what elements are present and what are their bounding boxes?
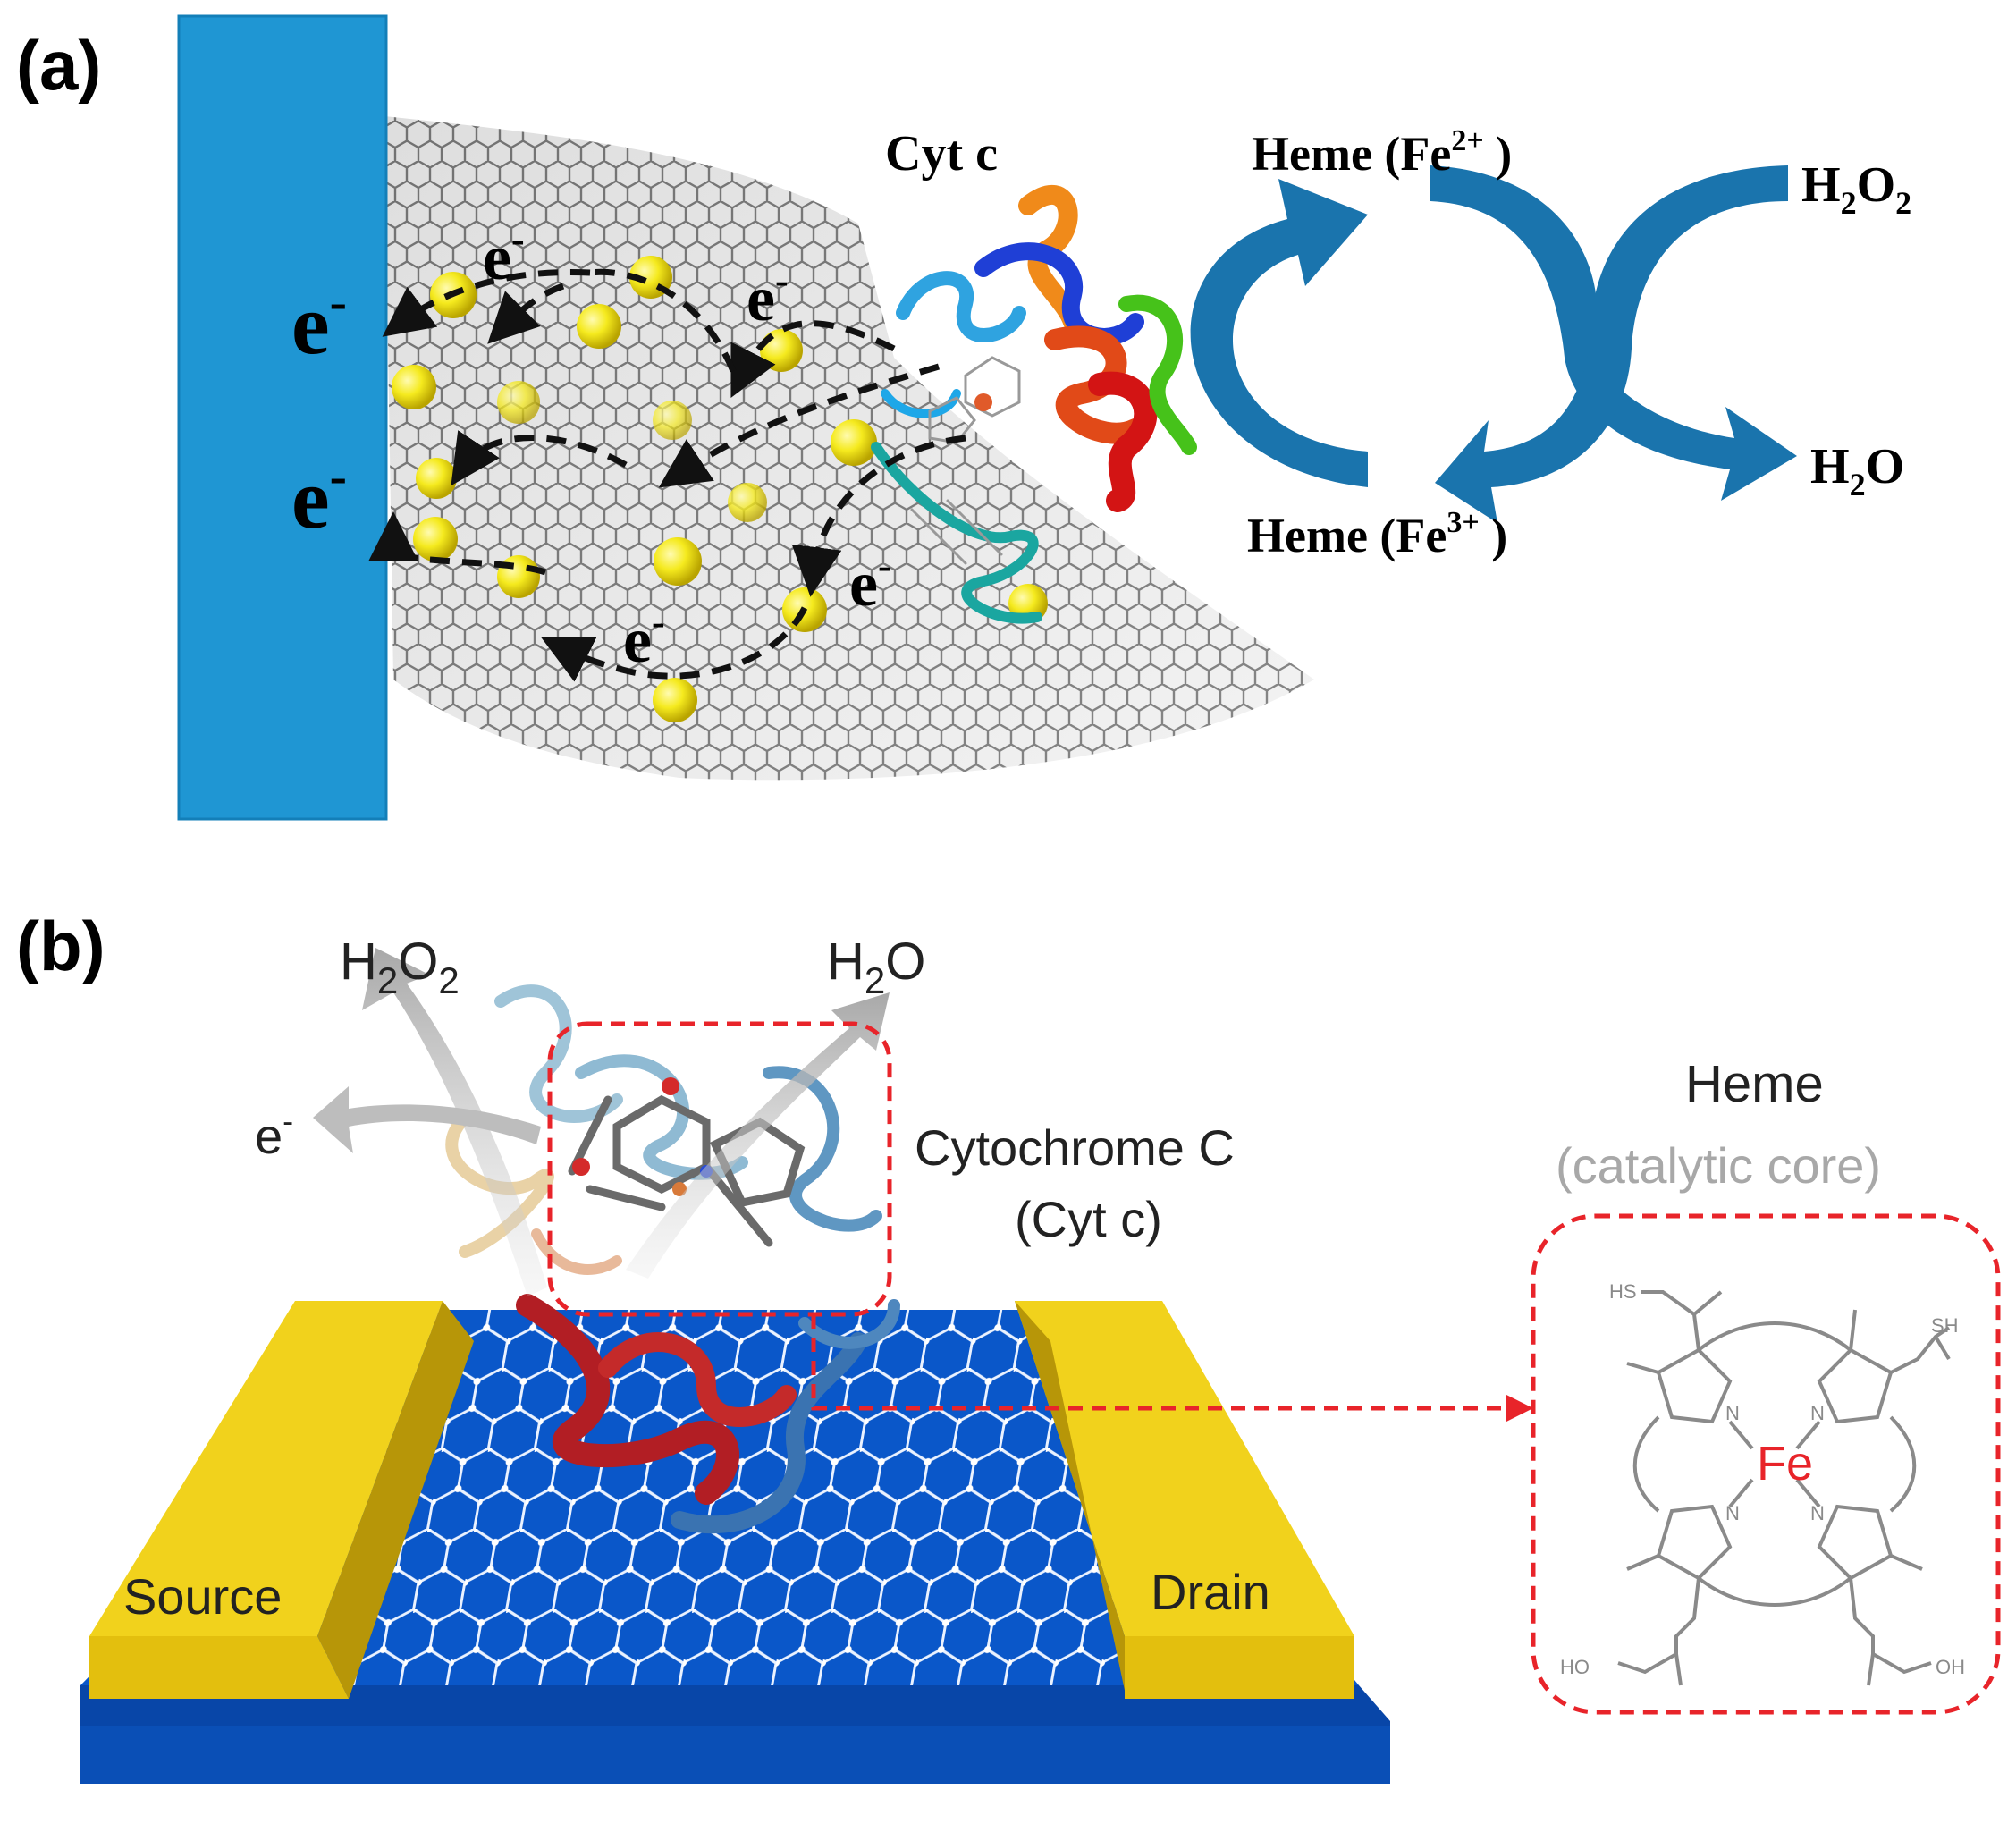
n-label: N bbox=[1810, 1502, 1825, 1524]
cytochrome-label-line1: Cytochrome C bbox=[915, 1119, 1235, 1176]
cyt-c-protein bbox=[871, 185, 1197, 624]
oh-label: OH bbox=[1936, 1656, 1965, 1678]
heme-atom-labels: HS SH HO OH N N N N bbox=[1560, 1280, 1965, 1678]
h2o2-label-b: H2O2 bbox=[340, 933, 460, 1001]
h2o2-label: H2O2 bbox=[1801, 157, 1911, 221]
panel-b-label: (b) bbox=[16, 907, 105, 985]
reaction-arrows bbox=[313, 948, 890, 1296]
panel-a-label: (a) bbox=[16, 26, 101, 105]
panel-b: (b) Source Drain bbox=[16, 907, 2001, 1784]
h2o-label-b: H2O bbox=[827, 933, 925, 1001]
heme-fe3-label: Heme (Fe3+ ) bbox=[1247, 506, 1507, 562]
heme-subtitle: (catalytic core) bbox=[1556, 1137, 1881, 1194]
heme-fe2-label: Heme (Fe2+ ) bbox=[1252, 124, 1512, 181]
panel-a: (a) bbox=[16, 14, 1911, 821]
source-electrode: Source bbox=[89, 1301, 474, 1699]
electron-label: e- bbox=[747, 258, 789, 334]
h2o-label: H2O bbox=[1810, 439, 1904, 502]
electron-label: e- bbox=[291, 273, 347, 372]
heme-zoom-box bbox=[1531, 1213, 2001, 1715]
electron-paths bbox=[368, 268, 966, 682]
electron-labels: e- e- e- e- e- e- bbox=[291, 217, 891, 676]
electron-label: e- bbox=[483, 217, 525, 293]
ho-label: HO bbox=[1560, 1656, 1590, 1678]
cyt-c-label: Cyt c bbox=[885, 126, 998, 182]
electron-label: e- bbox=[291, 447, 347, 546]
zoom-connector bbox=[811, 1314, 1533, 1422]
source-label: Source bbox=[123, 1568, 282, 1625]
heme-title: Heme bbox=[1685, 1055, 1824, 1113]
electron-label-b: e- bbox=[255, 1102, 293, 1164]
n-label: N bbox=[1810, 1402, 1825, 1424]
heme-structure bbox=[1617, 1290, 1951, 1686]
electron-label: e- bbox=[849, 544, 891, 620]
cytochrome-protein bbox=[445, 984, 900, 1534]
redox-cycle bbox=[1190, 165, 1797, 523]
heme-highlight-box bbox=[547, 1021, 892, 1317]
n-label: N bbox=[1725, 1402, 1740, 1424]
electron-label: e- bbox=[623, 600, 665, 676]
drain-electrode: Drain bbox=[1015, 1301, 1354, 1699]
electrode-bar bbox=[177, 14, 388, 821]
drain-label: Drain bbox=[1151, 1564, 1270, 1620]
fe-label: Fe bbox=[1757, 1437, 1813, 1490]
cytochrome-label-line2: (Cyt c) bbox=[1015, 1191, 1162, 1247]
sh-label: SH bbox=[1931, 1314, 1959, 1337]
hs-label: HS bbox=[1609, 1280, 1637, 1303]
n-label: N bbox=[1725, 1502, 1740, 1524]
